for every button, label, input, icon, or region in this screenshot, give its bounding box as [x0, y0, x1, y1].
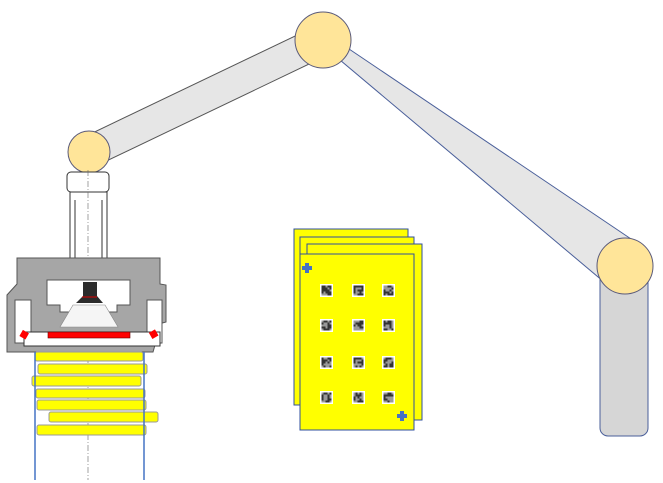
- robot-arm: [67, 11, 654, 437]
- plus-marker-icon: [397, 411, 407, 421]
- camera-lens-icon: [76, 282, 103, 303]
- qr-code-icon: [382, 319, 395, 332]
- pressure-pad-right: [148, 329, 159, 339]
- stack-item: [37, 363, 148, 375]
- calibration-sheets: [293, 228, 423, 431]
- pressure-pad-left: [19, 329, 29, 340]
- plus-marker-icon: [302, 263, 312, 273]
- stack-item: [35, 388, 146, 399]
- stack-item: [34, 351, 144, 362]
- joint-shoulder: [596, 237, 654, 295]
- stack-item: [31, 375, 142, 387]
- qr-code-icon: [352, 356, 365, 369]
- column: [69, 191, 108, 259]
- qr-code-icon: [382, 356, 395, 369]
- qr-code-icon: [352, 284, 365, 297]
- vision-gripper: [6, 170, 167, 480]
- stack-item: [48, 411, 159, 423]
- qr-code-icon: [320, 391, 333, 404]
- qr-code-icon: [352, 391, 365, 404]
- qr-code-icon: [352, 319, 365, 332]
- qr-code-icon: [382, 284, 395, 297]
- qr-code-icon: [320, 319, 333, 332]
- arm-link-upper: [81, 25, 331, 167]
- qr-code-icon: [382, 391, 395, 404]
- qr-code-icon: [320, 284, 333, 297]
- item-stack: [31, 351, 159, 480]
- qr-code-icon: [320, 356, 333, 369]
- stack-item: [36, 399, 147, 411]
- stack-item: [36, 424, 147, 436]
- joint-elbow: [294, 11, 352, 69]
- joint-wrist: [67, 130, 111, 174]
- pressure-bar: [47, 331, 131, 339]
